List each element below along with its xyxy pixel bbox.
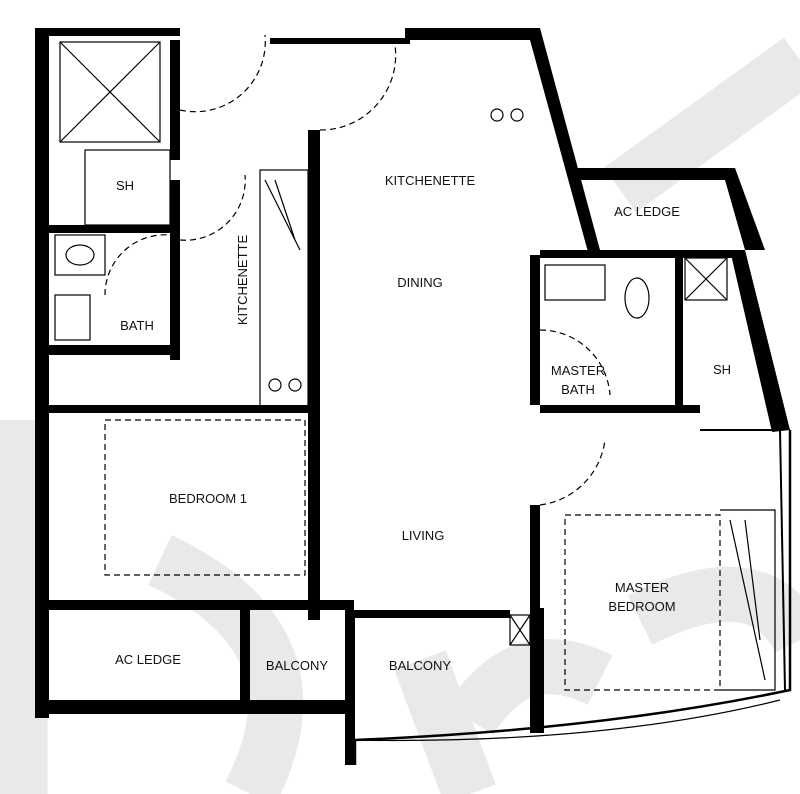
room-label-master-bedroom-2: BEDROOM — [608, 599, 675, 614]
room-label-dining: DINING — [397, 275, 443, 290]
room-label-master-bath-1: MASTER — [551, 363, 605, 378]
room-label-balcony-large: BALCONY — [389, 658, 451, 673]
room-label-kitchenette: KITCHENETTE — [385, 173, 476, 188]
room-label-sh-right: SH — [713, 362, 731, 377]
fixtures — [54, 34, 776, 691]
room-label-master-bath-2: BATH — [561, 382, 595, 397]
room-label-bath: BATH — [120, 318, 154, 333]
room-label-ac-ledge-bottom: AC LEDGE — [115, 652, 181, 667]
room-label-sh-left: SH — [116, 178, 134, 193]
room-label-living: LIVING — [402, 528, 445, 543]
walls — [35, 28, 792, 765]
room-label-bedroom-1: BEDROOM 1 — [169, 491, 247, 506]
room-label-ac-ledge-top: AC LEDGE — [614, 204, 680, 219]
room-label-kitchenette-vertical: KITCHENETTE — [235, 235, 250, 326]
room-labels: SH BATH KITCHENETTE KITCHENETTE DINING A… — [115, 173, 731, 673]
room-label-balcony-small: BALCONY — [266, 658, 328, 673]
room-label-master-bedroom-1: MASTER — [615, 580, 669, 595]
